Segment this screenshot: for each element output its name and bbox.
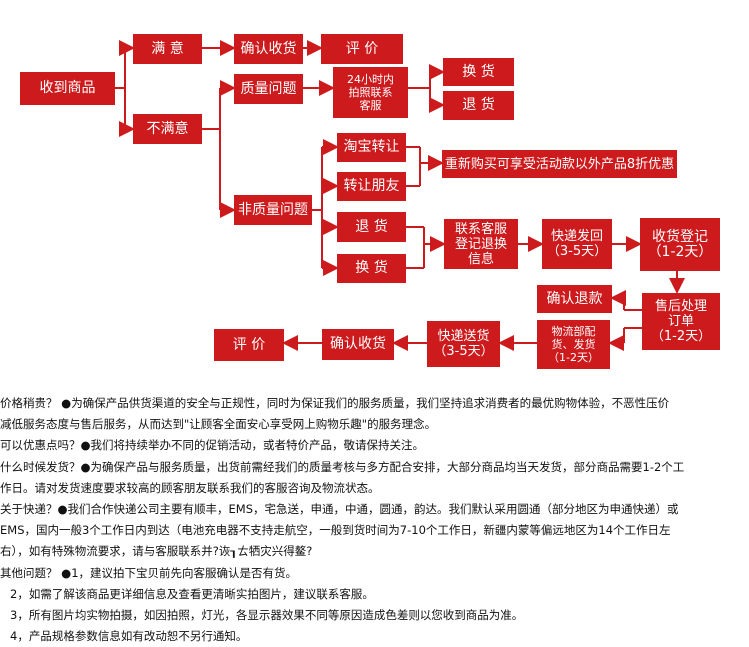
confirm-refund-box: 确认退款 [537,285,612,313]
exchange-nonquality-box: 换 货 [337,254,406,283]
faq-line: 什么时候发货？●为确保产品与服务质量，出货前需经我们的质量考核与多方配合安排，大… [0,459,685,474]
contact-register-box: 联系客服 登记退换 信息 [444,219,518,269]
faq-section: 价格稍贵？ ●为确保产品供货渠道的安全与正规性，同时为保证我们的服务质量，我们坚… [0,393,749,647]
friend-transfer-box: 转让朋友 [337,172,406,201]
after-sales-box: 售后处理 订单 （1-2天） [642,293,720,350]
faq-line: 可以优惠点吗？●我们将持续举办不同的促销活动，或者特价产品，敬请保持关注。 [0,438,425,453]
receipt-register-box: 收货登记 （1-2天） [640,218,720,271]
faq-line: 价格稍贵？ ●为确保产品供货渠道的安全与正规性，同时为保证我们的服务质量，我们坚… [0,396,670,410]
return-nonquality-box: 退 货 [337,212,406,242]
review-top-box: 评 价 [321,34,403,64]
faq-line: 右），如有特殊物流要求，请与客服联系并?诙┒ㄊ牺灾兴得鳌? [0,544,313,559]
faq-line: 2，如需了解该商品更详细信息及查看更清晰实拍图片，建议联系客服。 [10,586,374,601]
faq-line: 4，产品规格参数信息如有改动恕不另行通知。 [10,629,248,644]
quality-issue-box: 质量问题 [234,74,303,104]
non-quality-issue-box: 非质量问题 [234,195,312,225]
exchange-quality-box: 换 货 [443,58,514,86]
express-delivery-box: 快递送货 （3-5天） [427,321,500,367]
faq-line: 关于快递？●我们合作快递公司主要有顺丰，EMS，宅急送，申通，中通，圆通，韵达。… [0,502,679,517]
logistics-ship-box: 物流部配 货、发货 （1-2天） [537,320,610,369]
faq-line: 其他问题？ ●1，建议拍下宝贝前先向客服确认是否有货。 [0,565,298,580]
unsatisfied-box: 不满意 [133,114,202,144]
repurchase-offer-box: 重新购买可享受活动款以外产品8折优惠 [442,150,677,178]
faq-line: 减低服务态度与售后服务，从而达到"让顾客全面安心享受网上购物乐趣"的服务理念。 [0,417,437,432]
photo-contact-box: 24小时内 拍照联系 客服 [333,67,408,118]
faq-line: 3，所有图片均实物拍摄，如因拍照，灯光，各显示器效果不同等原因造成色差则以您收到… [10,608,524,623]
return-quality-box: 退 货 [443,91,514,120]
confirm-receipt-bottom-box: 确认收货 [322,329,394,360]
confirm-receipt-top-box: 确认收货 [234,34,303,64]
taobao-transfer-box: 淘宝转让 [337,133,406,162]
satisfied-box: 满 意 [133,34,202,64]
express-return-box: 快递发回 （3-5天） [542,219,612,269]
receive-goods-box: 收到商品 [20,72,115,105]
flowchart-connectors [115,40,685,351]
faq-line: EMS，国内一般3个工作日内到达（电池充电器不支持走航空，一般到货时间为7-10… [0,523,671,538]
faq-line: 作日。请对发货速度要求较高的顾客朋友联系我们的客服咨询及物流状态。 [0,480,380,495]
review-bottom-box: 评 价 [214,329,284,361]
